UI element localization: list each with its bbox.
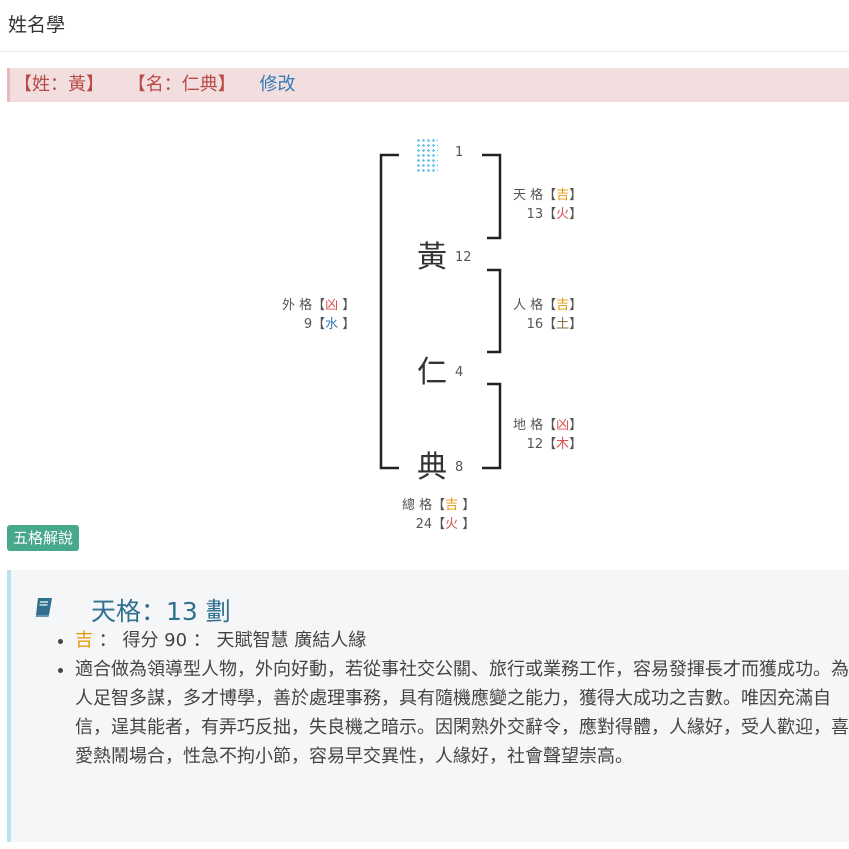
page-title: 姓名學 <box>8 14 66 36</box>
placeholder-char <box>416 138 438 172</box>
wuge-chart: 1 黃 12 仁 4 典 8 天 格【吉】 13【火】 人 格【吉】 16【土】… <box>0 110 849 532</box>
name-bar: 【姓：黃】 【名：仁典】 修改 <box>7 68 849 102</box>
stroke-count-1: 1 <box>455 145 464 160</box>
wuge-explanation-badge: 五格解說 <box>7 525 80 551</box>
description-text: 適合做為領導型人物，外向好動，若從事社交公關、旅行或業務工作，容易發揮長才而獲成… <box>75 655 849 771</box>
book-icon <box>35 598 52 617</box>
divider <box>0 51 849 52</box>
stroke-count-3: 4 <box>455 365 464 380</box>
explanation-panel: 天格：13 劃 吉 ： 得分 90 ： 天賦智慧 廣結人緣 適合做為領導型人物，… <box>7 570 849 842</box>
luck-label: 吉 <box>75 630 93 651</box>
stroke-count-4: 8 <box>455 460 464 475</box>
given-name-label: 【名：仁典】 <box>127 74 236 95</box>
ren-ge-label: 人 格【吉】 16【土】 <box>513 298 583 332</box>
di-ge-label: 地 格【凶】 12【木】 <box>513 418 583 452</box>
explanation-title: 天格：13 劃 <box>91 597 231 626</box>
stroke-count-2: 12 <box>455 250 472 265</box>
explanation-list: 吉 ： 得分 90 ： 天賦智慧 廣結人緣 適合做為領導型人物，外向好動，若從事… <box>49 626 849 771</box>
score-text: ： 得分 90 ： 天賦智慧 廣結人緣 <box>93 630 367 651</box>
edit-link[interactable]: 修改 <box>259 74 296 95</box>
given-char-1: 仁 <box>417 355 447 390</box>
bracket-lines <box>379 153 502 470</box>
zong-ge-label: 總 格【吉 】 24【火 】 <box>402 498 476 532</box>
given-char-2: 典 <box>417 450 447 485</box>
tian-ge-label: 天 格【吉】 13【火】 <box>513 188 583 222</box>
surname-char: 黃 <box>417 240 447 275</box>
score-line: 吉 ： 得分 90 ： 天賦智慧 廣結人緣 <box>75 626 849 655</box>
wai-ge-label: 外 格【凶 】 9【水 】 <box>282 298 356 332</box>
surname-label: 【姓：黃】 <box>14 74 104 95</box>
